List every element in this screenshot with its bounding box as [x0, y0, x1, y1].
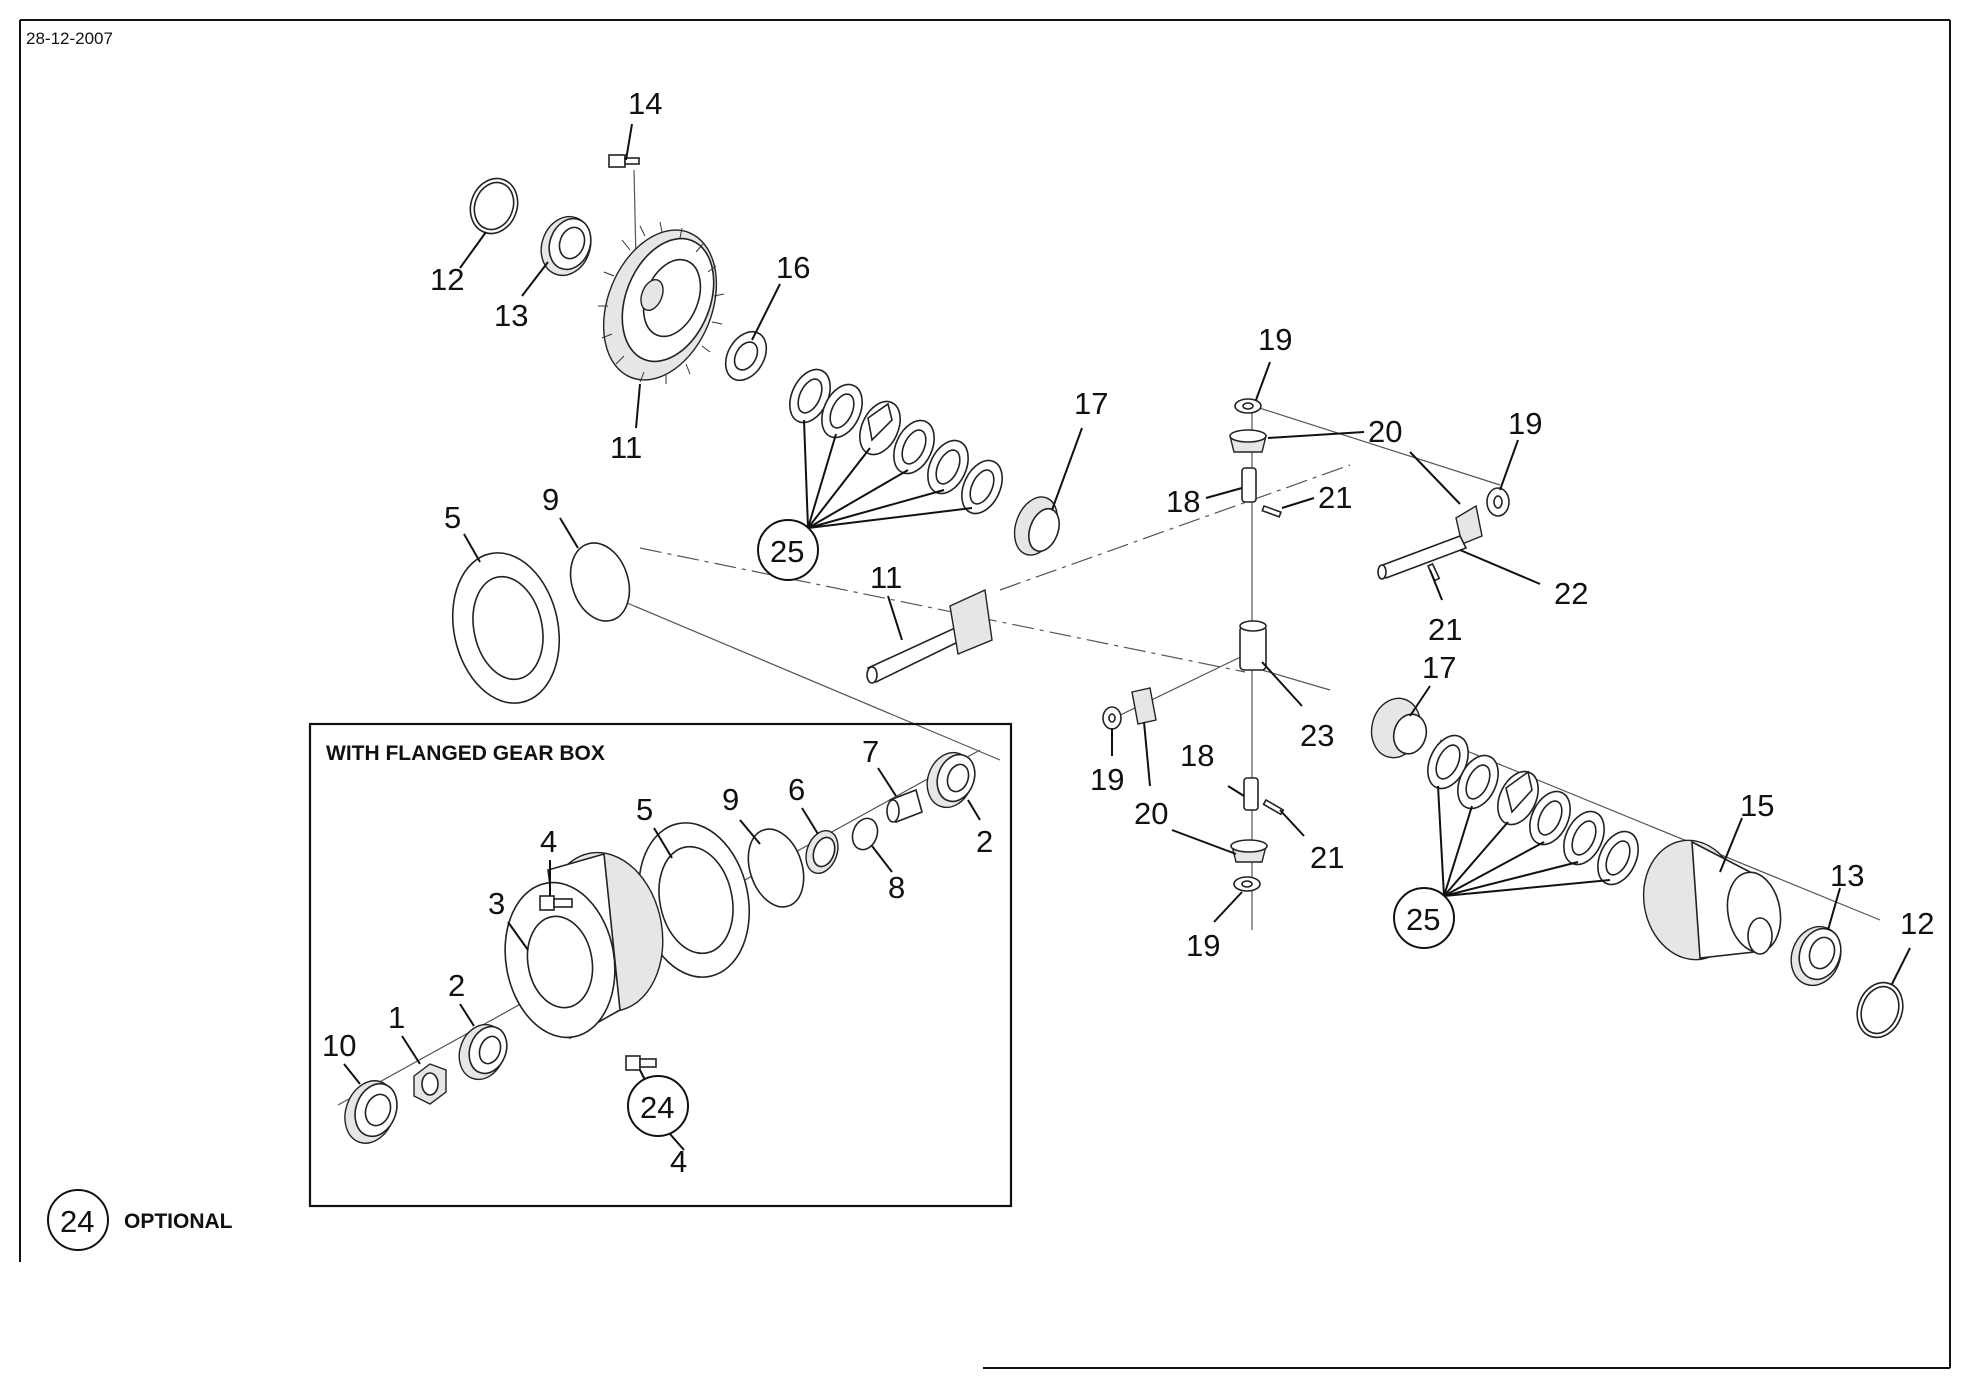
callout-7: 7 [862, 734, 879, 769]
callout-19-top: 19 [1258, 322, 1292, 357]
bearing-13-top [540, 215, 592, 277]
bearing-10 [344, 1080, 398, 1144]
bearing-2-inset-right [926, 751, 976, 809]
callout-18-top: 18 [1166, 484, 1200, 519]
callout-10: 10 [322, 1028, 356, 1063]
sheet-frame [19, 19, 1951, 1369]
callout-5-inset: 5 [636, 792, 653, 827]
callout-6: 6 [788, 772, 805, 807]
nut-1 [413, 1063, 447, 1105]
cross-shaft-22 [1377, 534, 1468, 580]
callout-22: 22 [1554, 576, 1588, 611]
callout-25-upper: 25 [770, 534, 804, 569]
callout-15: 15 [1740, 788, 1774, 823]
callout-4-bottom: 4 [670, 1144, 687, 1179]
callout-11-ring-gear: 11 [610, 430, 642, 465]
callout-4-top: 4 [540, 824, 557, 859]
inset-title: WITH FLANGED GEAR BOX [326, 742, 605, 765]
thrust-washer-19-top [1234, 398, 1262, 414]
callout-5: 5 [444, 500, 461, 535]
roll-pin-21-bottom [1262, 798, 1285, 816]
callout-20-right: 20 [1368, 414, 1402, 449]
callout-18-bottom: 18 [1180, 738, 1214, 773]
callout-20-left: 20 [1134, 796, 1168, 831]
bolt-4-top [539, 895, 573, 911]
o-ring-9-inset [747, 828, 805, 908]
legend-circle-24 [47, 1189, 109, 1251]
gasket-5 [451, 552, 561, 704]
ring-8 [851, 817, 879, 851]
callout-8: 8 [888, 870, 905, 905]
pinion-gear-20-left [1131, 687, 1157, 725]
side-gear-17-upper [1013, 496, 1060, 556]
pinion-gear-20-bottom [1230, 839, 1268, 863]
clutch-pack-25-upper [789, 368, 1003, 515]
callout-3: 3 [488, 886, 505, 921]
callout-9: 9 [542, 482, 559, 517]
callout-21-right: 21 [1428, 612, 1462, 647]
callout-13-bottom: 13 [1830, 858, 1864, 893]
differential-case-15 [1642, 839, 1782, 961]
legend-symbol: 24 [60, 1204, 94, 1239]
callout-19-bottom: 19 [1186, 928, 1220, 963]
thrust-washer-19-right [1486, 487, 1510, 517]
callout-17-upper: 17 [1074, 386, 1108, 421]
callout-19-left: 19 [1090, 762, 1124, 797]
callout-21-bottom: 21 [1310, 840, 1344, 875]
pin-18-top [1241, 467, 1257, 503]
callout-9-inset: 9 [722, 782, 739, 817]
ring-gear-11 [598, 221, 725, 384]
callout-21-top: 21 [1318, 480, 1352, 515]
callout-11-pinion: 11 [870, 560, 902, 595]
callout-17-lower: 17 [1422, 650, 1456, 685]
bolt-14 [608, 154, 640, 168]
legend-label: OPTIONAL [124, 1210, 233, 1233]
thrust-washer-19-bottom [1233, 876, 1261, 892]
pinion-shaft-11 [866, 588, 993, 684]
callout-2-inset-left: 2 [448, 968, 465, 1003]
callout-25-lower: 25 [1406, 902, 1440, 937]
callout-24-inset: 24 [640, 1090, 674, 1125]
callout-16: 16 [776, 250, 810, 285]
inset-flanged-gear-box [308, 722, 1013, 1208]
callout-12-top: 12 [430, 262, 464, 297]
callout-12-bottom: 12 [1900, 906, 1934, 941]
o-ring-9 [569, 542, 631, 622]
bearing-13-bottom [1790, 925, 1842, 987]
snap-ring-12-bottom [1856, 981, 1904, 1039]
bolt-4-bottom [625, 1055, 657, 1071]
thrust-washer-19-left [1102, 706, 1122, 730]
snap-ring-12-top [469, 177, 519, 235]
callout-circle-24-inset [627, 1075, 689, 1137]
roll-pin-21-top [1261, 504, 1282, 518]
gasket-5-inset [637, 822, 751, 978]
clutch-pack-25-lower [1427, 734, 1639, 886]
bearing-2-inset-left [458, 1023, 508, 1081]
callout-2-inset-right: 2 [976, 824, 993, 859]
revision-date: 28-12-2007 [26, 29, 113, 48]
spider-hub-23 [1239, 620, 1267, 671]
callout-labels: 14 12 13 16 11 19 20 19 17 18 21 22 21 2… [322, 86, 1934, 1179]
washer-16 [724, 330, 768, 382]
callout-14: 14 [628, 86, 662, 121]
callout-23: 23 [1300, 718, 1334, 753]
callout-circle-25-lower [1393, 887, 1455, 949]
callout-13-top: 13 [494, 298, 528, 333]
callout-circle-25-upper [757, 519, 819, 581]
spacer-7 [886, 788, 923, 824]
pinion-gear-20-top [1229, 429, 1267, 453]
callout-19-right: 19 [1508, 406, 1542, 441]
pin-18-bottom [1243, 777, 1259, 811]
callout-1: 1 [388, 1000, 405, 1035]
seal-6 [805, 829, 839, 875]
leader-lines [343, 123, 1911, 1151]
side-gear-17-lower [1370, 697, 1428, 759]
